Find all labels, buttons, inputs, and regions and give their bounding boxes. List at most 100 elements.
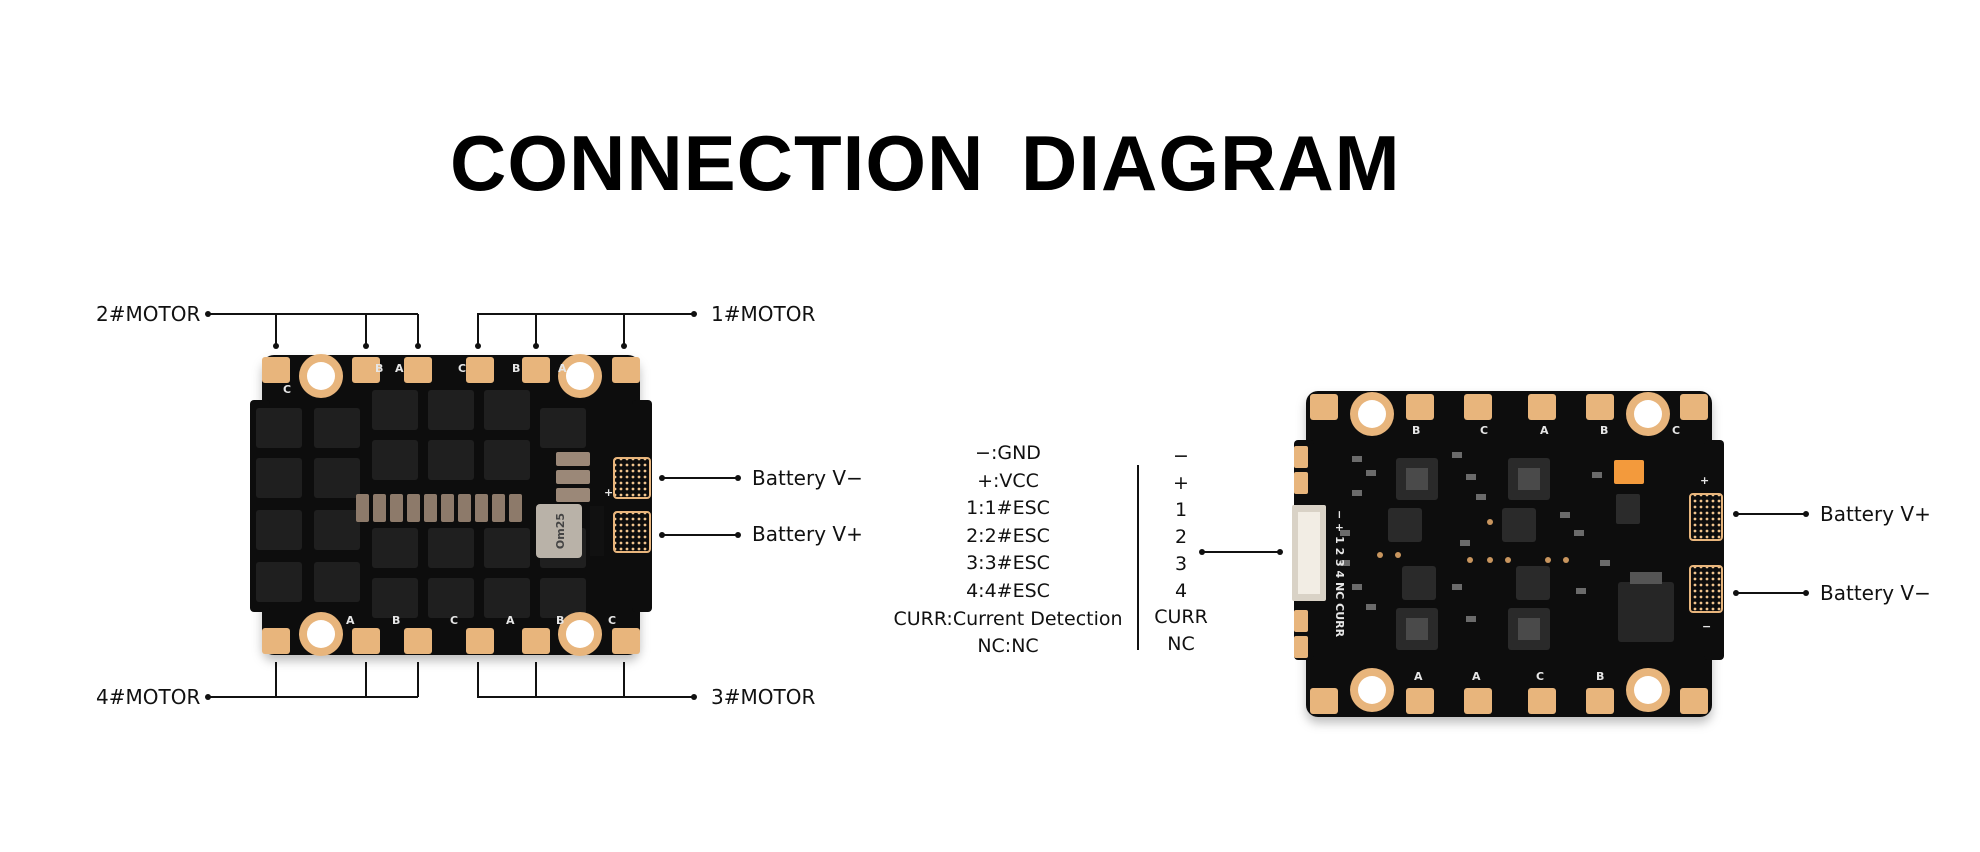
left-bottom-pads [262, 612, 640, 656]
legend-pin: 2 [1175, 526, 1187, 548]
leader-dot [735, 475, 741, 481]
leader-dot [659, 532, 665, 538]
svg-text:B: B [375, 362, 383, 375]
leader-dot [1803, 511, 1809, 517]
left-top-pads [262, 354, 640, 398]
leader-dot [1803, 590, 1809, 596]
leader-dot [1277, 549, 1283, 555]
leader-dot [533, 343, 539, 349]
left-battery-negative-label: Battery V− [752, 466, 863, 490]
leader-dot [735, 532, 741, 538]
plus-silk: + [604, 486, 613, 499]
right-pcb [1306, 391, 1712, 717]
right-battery-negative-label: Battery V− [1820, 581, 1931, 605]
legend-definition: +:VCC [977, 470, 1039, 492]
legend-definition: CURR:Current Detection [893, 608, 1122, 630]
mosfet-array [256, 390, 586, 618]
legend-pin: − [1173, 445, 1189, 467]
svg-text:A: A [1540, 424, 1549, 437]
legend-definition: −:GND [975, 442, 1041, 464]
diagram-title: CONNECTION DIAGRAM [450, 119, 1401, 207]
right-top-silk: B A C B C [1412, 424, 1680, 437]
svg-text:C: C [1480, 424, 1488, 437]
legend-definition: 3:3#ESC [966, 552, 1050, 574]
svg-text:A: A [558, 362, 567, 375]
left-esc-board: Om25 + C B A C B A [96, 302, 863, 709]
leader-dot [205, 311, 211, 317]
capacitor-marking: Om25 [554, 513, 567, 549]
leader-dot [691, 311, 697, 317]
svg-text:A: A [1472, 670, 1481, 683]
svg-text:C: C [1672, 424, 1680, 437]
bottom-leader-lines [208, 662, 694, 698]
leader-dot [475, 343, 481, 349]
capacitor-row [356, 494, 522, 522]
svg-text:A: A [506, 614, 515, 627]
leader-dot [273, 343, 279, 349]
right-battery-positive-pad [1689, 493, 1723, 541]
leader-dot [691, 694, 697, 700]
left-edge-pads [1294, 446, 1308, 658]
left-battery-positive-label: Battery V+ [752, 522, 863, 546]
battery-negative-pad [613, 457, 651, 499]
svg-text:A: A [346, 614, 355, 627]
left-pcb-tab [250, 400, 270, 612]
right-battery-negative-pad [1689, 565, 1723, 613]
motor-1-label: 1#MOTOR [711, 302, 815, 326]
leader-dot [1733, 511, 1739, 517]
right-top-pads [1310, 392, 1708, 436]
right-bottom-pads [1310, 668, 1708, 714]
svg-text:B: B [556, 614, 564, 627]
left-battery-leaders [662, 477, 738, 536]
svg-text:B: B [1412, 424, 1420, 437]
orange-component [1614, 460, 1644, 484]
regulator [1616, 494, 1640, 524]
svg-text:C: C [450, 614, 458, 627]
left-bottom-silk: A B C A B C [346, 614, 616, 627]
leader-dot [415, 343, 421, 349]
legend-pin: + [1173, 472, 1189, 494]
left-top-silk: C B A C B A [283, 362, 567, 396]
legend-definition: 1:1#ESC [966, 497, 1050, 519]
svg-text:C: C [1536, 670, 1544, 683]
capacitor-stack [556, 452, 590, 502]
capacitor-shadow [590, 506, 604, 556]
legend-definition: 4:4#ESC [966, 580, 1050, 602]
leader-dot [659, 475, 665, 481]
smd-components [1340, 452, 1610, 622]
leader-dot [1199, 549, 1205, 555]
regulator-tab [1630, 572, 1662, 584]
connector-silk: − + 1 2 3 4 NC CURR [1333, 510, 1346, 638]
right-battery-leaders [1736, 513, 1806, 594]
ic-chip-details [1406, 468, 1540, 640]
legend-definition: NC:NC [977, 635, 1038, 657]
legend-pin: CURR [1154, 606, 1208, 628]
motor-4-label: 4#MOTOR [96, 685, 200, 709]
legend-pin: 4 [1175, 580, 1187, 602]
svg-text:B: B [512, 362, 520, 375]
right-bottom-silk: A C B A [1414, 670, 1604, 683]
minus-silk: − [1702, 620, 1711, 633]
left-pcb-tab [632, 400, 652, 612]
svg-text:B: B [392, 614, 400, 627]
battery-positive-pad [613, 511, 651, 553]
svg-text:B: B [1596, 670, 1604, 683]
legend-definition: 2:2#ESC [966, 525, 1050, 547]
plus-silk: + [1700, 474, 1709, 487]
legend-pin: 1 [1175, 499, 1187, 521]
legend-pin: NC [1167, 633, 1194, 655]
leader-dot [1733, 590, 1739, 596]
leader-dot [205, 694, 211, 700]
svg-text:C: C [283, 383, 291, 396]
top-left-leader-lines [208, 313, 694, 346]
svg-text:A: A [1414, 670, 1423, 683]
jst-connector-inner [1298, 512, 1320, 594]
large-capacitor [536, 504, 582, 558]
pin-legend: −:GND +:VCC 1:1#ESC 2:2#ESC 3:3#ESC 4:4#… [893, 442, 1283, 657]
leader-dot [363, 343, 369, 349]
right-battery-positive-label: Battery V+ [1820, 502, 1931, 526]
svg-text:C: C [608, 614, 616, 627]
test-vias [1377, 519, 1569, 563]
leader-dot [621, 343, 627, 349]
